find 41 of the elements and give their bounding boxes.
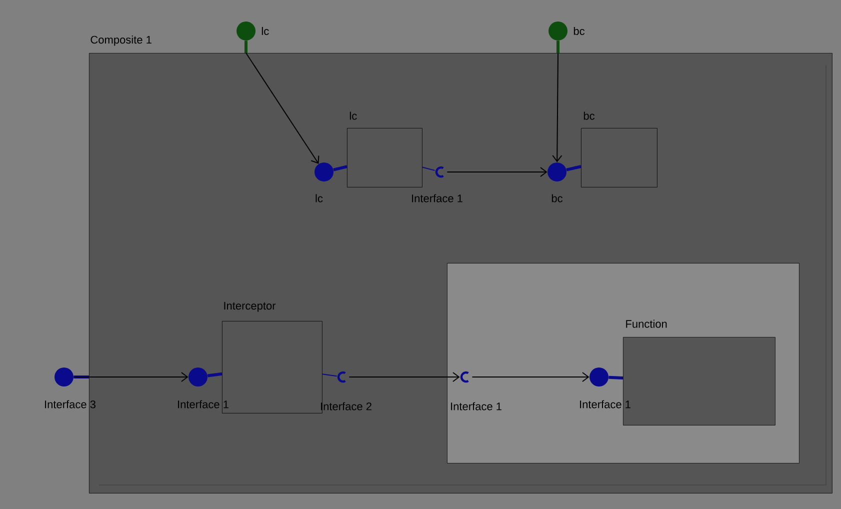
arrow — [73, 372, 188, 382]
port-label: Interface 1 — [412, 194, 462, 202]
port-label: Interface 1 — [178, 400, 228, 408]
connector-line — [207, 372, 222, 378]
arrow — [552, 52, 562, 162]
connector-line — [608, 376, 624, 380]
component-box — [623, 337, 776, 426]
port-circle — [590, 368, 608, 386]
connector-line — [422, 166, 436, 171]
port-circle — [548, 162, 566, 182]
port-circle — [314, 162, 334, 182]
port-circle — [548, 22, 568, 40]
socket-symbol — [337, 371, 346, 383]
port-label: Interface 1 — [451, 402, 502, 410]
component-title: Interceptor — [224, 302, 276, 312]
component-box — [347, 128, 422, 188]
connector-line — [322, 374, 338, 377]
connector-line — [244, 40, 248, 53]
connector-line — [566, 165, 582, 172]
port-circle — [54, 368, 74, 386]
connector-line — [74, 376, 89, 378]
arrow — [348, 372, 460, 382]
port-label: Interface 3 — [45, 400, 96, 408]
component-title: Function — [626, 320, 667, 328]
component-box — [222, 321, 322, 414]
port-label: Interface 1 — [580, 400, 630, 408]
arrow — [446, 167, 548, 177]
arrow — [472, 372, 590, 382]
socket-symbol — [460, 371, 469, 383]
port-label: bc — [552, 194, 563, 202]
component-title: lc — [350, 112, 357, 120]
connector-line — [333, 165, 348, 172]
connector-line — [556, 40, 560, 53]
port-label: lc — [316, 194, 323, 202]
port-circle — [236, 22, 256, 40]
component-title: Composite 1 — [90, 36, 152, 46]
component-box — [581, 128, 658, 188]
arrow — [246, 52, 320, 164]
component-title: bc — [584, 112, 595, 120]
socket-symbol — [435, 166, 444, 178]
port-circle — [188, 368, 208, 386]
